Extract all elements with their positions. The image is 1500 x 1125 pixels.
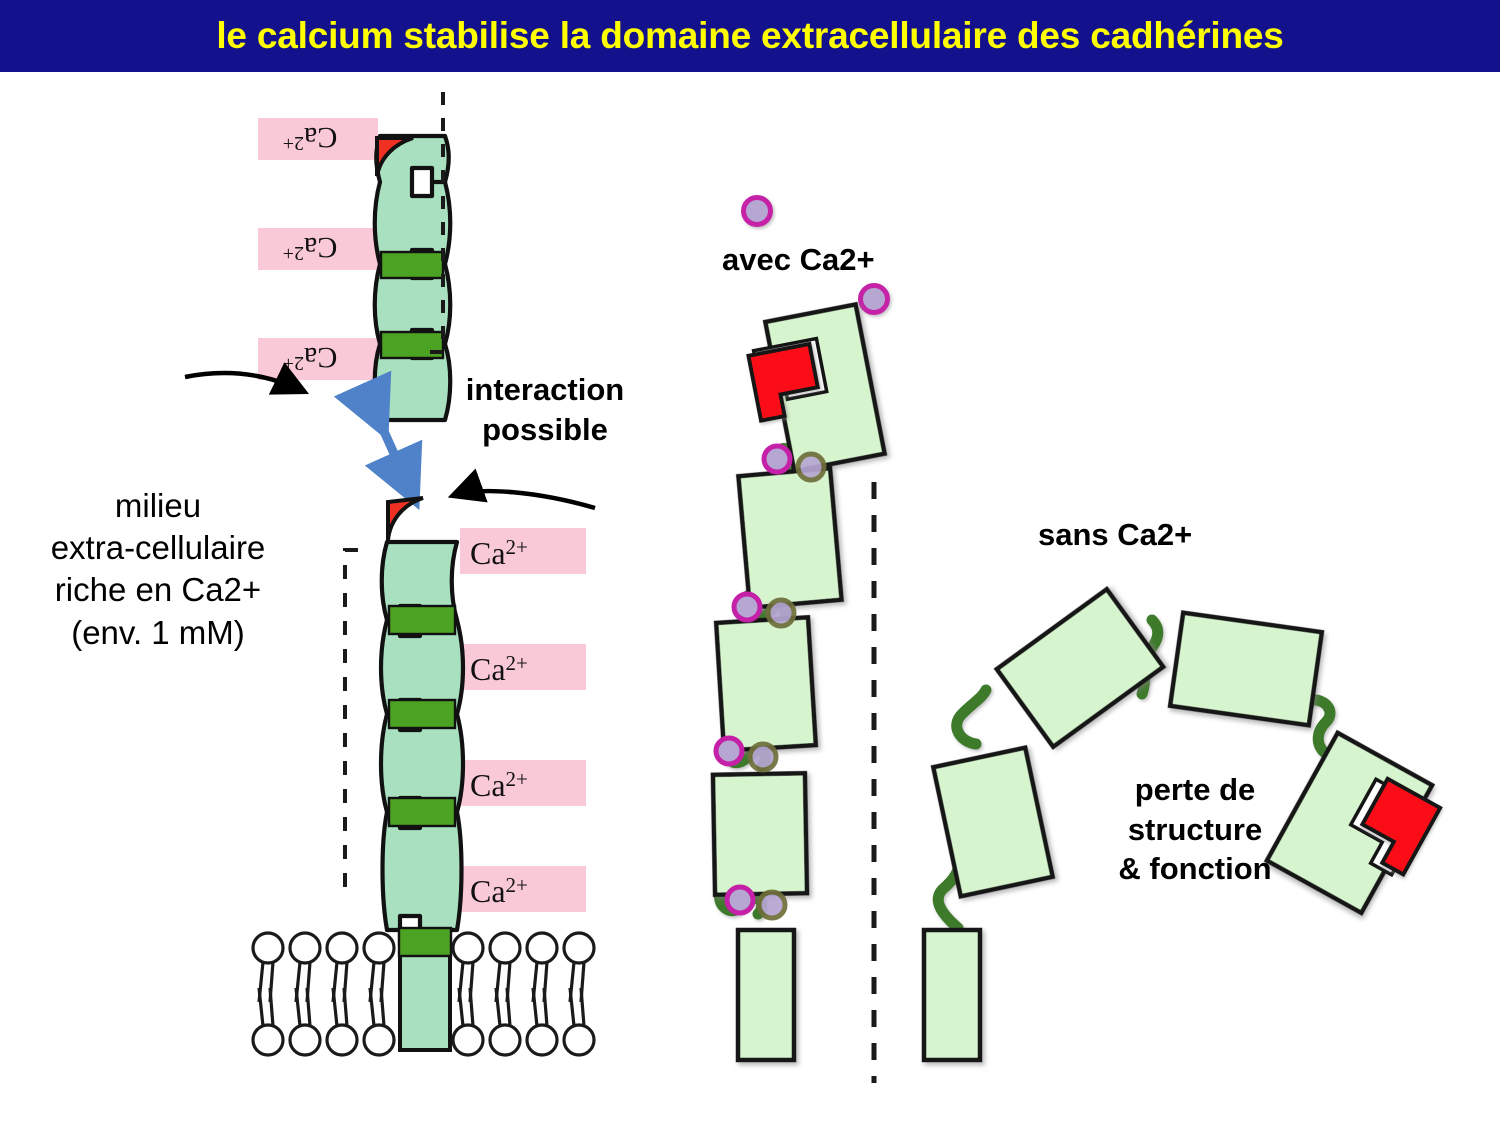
svg-text:Ca2+: Ca2+	[283, 231, 338, 264]
ca-tags-upper	[258, 118, 378, 380]
adhesion-arm-2	[1359, 776, 1443, 878]
linker-s-4	[1304, 694, 1336, 758]
bracket-upper	[430, 92, 445, 354]
ion-pair-1	[761, 443, 827, 483]
label-loss-of-structure: perte de structure & fonction	[1118, 772, 1272, 887]
domain-without-ca-1	[930, 745, 1056, 899]
linker-s-1	[932, 842, 965, 934]
domain-with-ca-3	[713, 614, 819, 754]
pointer-arrow-lower	[447, 468, 596, 511]
svg-text:Ca2+: Ca2+	[470, 873, 528, 909]
bilayer-lower-right	[451, 987, 596, 1057]
linker-2	[738, 589, 792, 628]
label-with-calcium: avec Ca2+	[722, 242, 875, 277]
domain-notch-2	[1348, 776, 1431, 878]
domain-with-ca-2	[735, 465, 845, 611]
domain-with-ca-1	[762, 301, 888, 474]
pointer-arrow-upper	[184, 362, 310, 395]
adhesion-arm-1	[746, 341, 821, 423]
bilayer-upper-right	[451, 931, 596, 1003]
label-interaction-possible: interaction possible	[465, 372, 625, 447]
domain-notch-1	[751, 336, 829, 402]
linker-4	[714, 881, 768, 920]
free-ca-ion-1	[741, 195, 773, 227]
ion-pair-3	[713, 735, 779, 773]
label-without-calcium: sans Ca2+	[1038, 517, 1193, 552]
ion-pair-2	[731, 591, 797, 629]
linker-3	[718, 733, 772, 772]
domain-without-ca-tm	[921, 927, 983, 1063]
svg-text:Ca2+: Ca2+	[470, 535, 528, 571]
lipid-bilayer	[251, 931, 596, 1057]
bracket-lower	[343, 548, 358, 890]
linker-s-2	[951, 684, 992, 750]
with-ca-bound-ions	[713, 443, 827, 921]
svg-text:Ca2+: Ca2+	[470, 651, 528, 687]
ion-pair-4	[724, 884, 788, 921]
linker-s-3	[1136, 614, 1164, 700]
with-ca-domains	[710, 301, 888, 1063]
free-ca-ion-2	[858, 283, 890, 315]
cadherin-lower	[343, 496, 586, 1052]
cadherin-upper-inverted	[258, 118, 453, 423]
ca-tags-lower	[460, 528, 586, 912]
linker-1	[770, 443, 823, 482]
domain-without-ca-3	[1167, 610, 1325, 728]
title-bar	[0, 0, 1500, 72]
label-extracellular-medium: milieu extra-cellulaire riche en Ca2+ (e…	[50, 487, 266, 651]
bilayer-upper-left	[251, 931, 396, 1003]
bilayer-lower-left	[251, 987, 396, 1057]
domain-with-ca-tm	[735, 927, 797, 1063]
ca-tag-labels-upper: Ca2+ Ca2+ Ca2+	[283, 121, 338, 374]
domain-without-ca-2	[993, 586, 1167, 750]
interaction-arrow	[333, 370, 423, 510]
svg-text:Ca2+: Ca2+	[283, 341, 338, 374]
page-title: le calcium stabilise la domaine extracel…	[216, 15, 1284, 56]
svg-text:Ca2+: Ca2+	[470, 767, 528, 803]
domain-with-ca-4	[710, 770, 810, 898]
svg-text:Ca2+: Ca2+	[283, 121, 338, 154]
with-ca-linkers	[714, 443, 823, 920]
ca-tag-labels-lower: Ca2+ Ca2+ Ca2+ Ca2+	[470, 535, 528, 909]
